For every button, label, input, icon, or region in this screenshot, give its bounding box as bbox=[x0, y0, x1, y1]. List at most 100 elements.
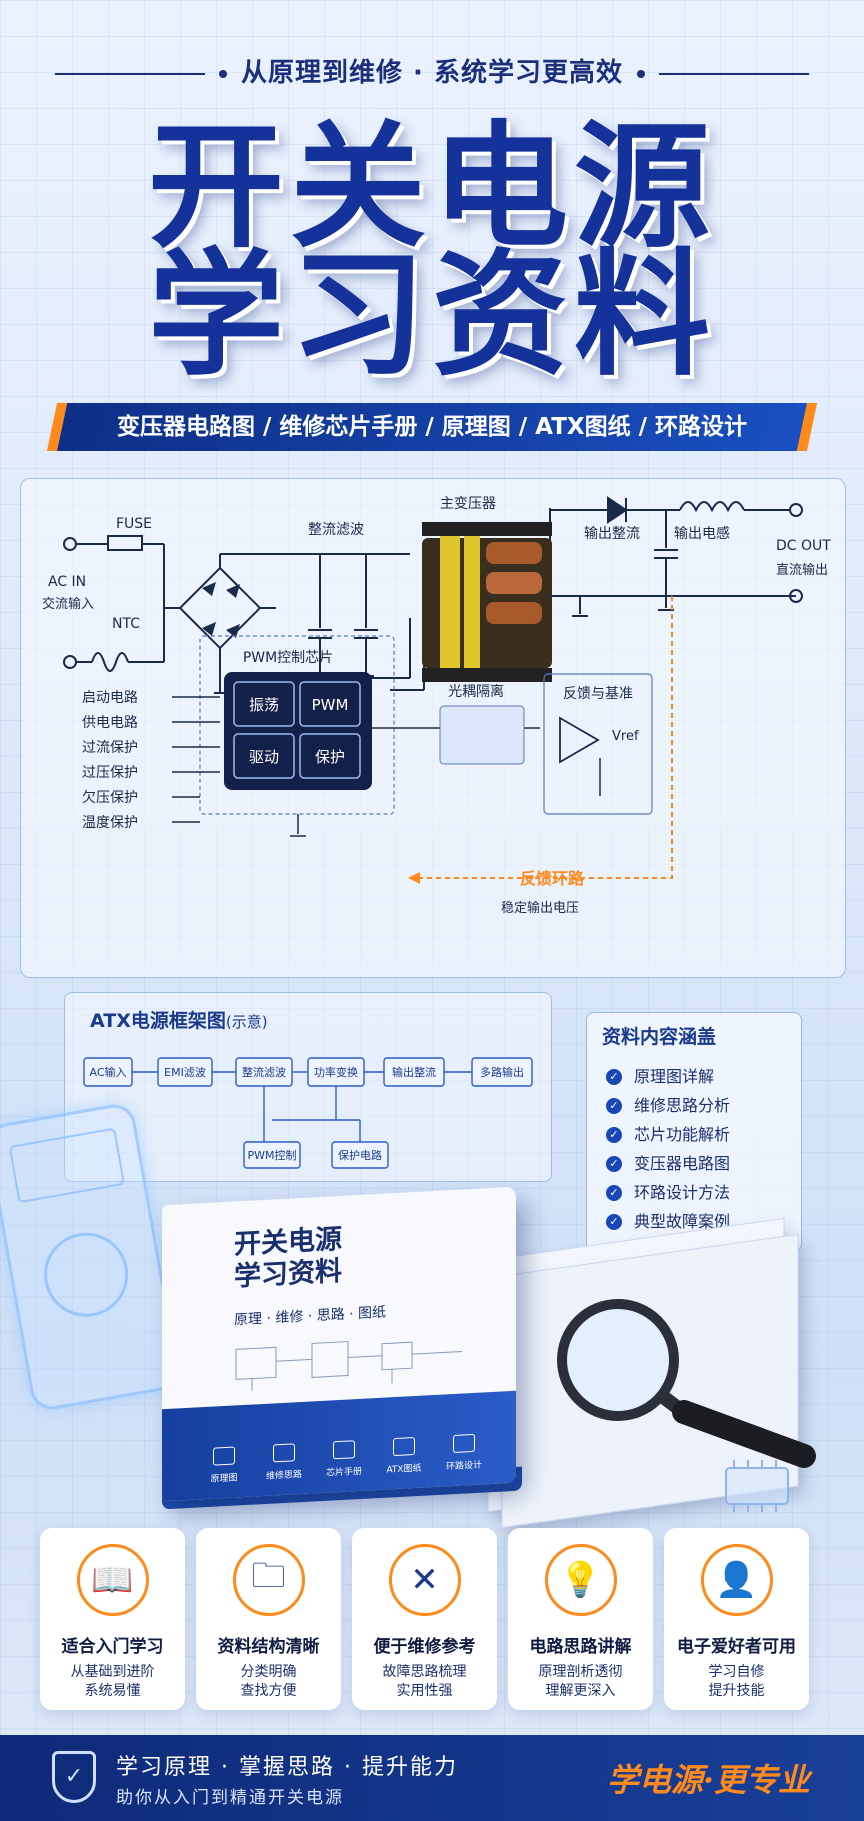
atx-block-output-rect: 输出整流 bbox=[392, 1065, 436, 1079]
lightbulb-icon: 💡 bbox=[544, 1544, 617, 1616]
microchip-icon bbox=[725, 1460, 789, 1512]
book-title: 开关电源 学习资料 bbox=[234, 1224, 342, 1294]
feature-card-structure: 🗀 资料结构清晰 分类明确查找方便 bbox=[196, 1528, 341, 1710]
chip-block-pwm: PWM bbox=[312, 696, 349, 714]
contents-title: 资料内容涵盖 bbox=[602, 1026, 717, 1048]
transformer-label: 主变压器 bbox=[440, 496, 496, 512]
atx-panel bbox=[64, 992, 552, 1182]
atx-title-text: ATX电源框架图 bbox=[90, 1010, 226, 1032]
ac-in-cn-label: 交流输入 bbox=[42, 596, 94, 612]
feature-title: 资料结构清晰 bbox=[217, 1637, 320, 1657]
shield-icon: ✓ bbox=[52, 1751, 96, 1803]
user-icon: 👤 bbox=[700, 1544, 773, 1616]
book-icon-chip: 芯片手册 bbox=[322, 1440, 366, 1479]
book-icon-repair: 维修思路 bbox=[262, 1443, 306, 1482]
feedback-loop-label: 反馈环路 bbox=[520, 869, 585, 888]
feature-cards: 📖 适合入门学习 从基础到进阶系统易懂 🗀 资料结构清晰 分类明确查找方便 ✕ … bbox=[40, 1528, 809, 1710]
footer-bar: ✓ 学习原理 · 掌握思路 · 提升能力 助你从入门到精通开关电源 学电源·更专… bbox=[0, 1735, 864, 1821]
check-icon: ✓ bbox=[606, 1097, 622, 1114]
fuse-label: FUSE bbox=[116, 516, 152, 532]
rectifier-label: 整流滤波 bbox=[308, 522, 364, 538]
book-icon-schematic: 原理图 bbox=[202, 1446, 246, 1485]
book-subtitle: 原理 · 维修 · 思路 · 图纸 bbox=[234, 1304, 387, 1329]
feature-title: 电子爱好者可用 bbox=[677, 1637, 796, 1657]
contents-list: ✓原理图详解 ✓维修思路分析 ✓芯片功能解析 ✓变压器电路图 ✓环路设计方法 ✓… bbox=[606, 1062, 730, 1236]
stable-output-label: 稳定输出电压 bbox=[501, 900, 579, 916]
tagline: 从原理到维修 · 系统学习更高效 bbox=[0, 52, 864, 89]
feature-card-circuit: 💡 电路思路讲解 原理剖析透彻理解更深入 bbox=[508, 1528, 653, 1710]
book-icon-atx: ATX图纸 bbox=[382, 1436, 426, 1476]
check-icon: ✓ bbox=[606, 1155, 622, 1172]
input-overcurrent: 过流保护 bbox=[82, 740, 138, 756]
footer-slogan: 学电源·更专业 bbox=[606, 1761, 810, 1799]
feature-title: 电路思路讲解 bbox=[529, 1637, 632, 1657]
list-item: ✓典型故障案例 bbox=[606, 1207, 730, 1236]
input-supply: 供电电路 bbox=[82, 715, 138, 731]
book-icon: 📖 bbox=[76, 1544, 149, 1616]
output-rectifier-label: 输出整流 bbox=[584, 526, 640, 542]
contents-panel bbox=[586, 1012, 802, 1252]
check-icon: ✓ bbox=[606, 1213, 622, 1230]
feature-title: 便于维修参考 bbox=[373, 1637, 476, 1657]
chip-block-osc: 振荡 bbox=[249, 696, 279, 714]
atx-title-note: (示意) bbox=[225, 1013, 268, 1031]
book-title-line2: 学习资料 bbox=[234, 1256, 342, 1293]
vref-label: Vref bbox=[612, 729, 639, 744]
transformer-icon bbox=[422, 522, 552, 682]
list-item: ✓原理图详解 bbox=[606, 1062, 730, 1091]
optocoupler-icon bbox=[439, 705, 525, 765]
feature-desc: 原理剖析透彻理解更深入 bbox=[538, 1664, 623, 1699]
footer-line1: 学习原理 · 掌握思路 · 提升能力 bbox=[116, 1755, 458, 1780]
feature-card-repair: ✕ 便于维修参考 故障思路梳理实用性强 bbox=[352, 1528, 497, 1710]
check-icon: ✓ bbox=[606, 1126, 622, 1143]
main-title-line2: 学习资料 bbox=[148, 237, 716, 395]
book-icon-loop: 环路设计 bbox=[442, 1433, 486, 1472]
atx-block-ac-input: AC输入 bbox=[89, 1065, 126, 1079]
input-undervoltage: 欠压保护 bbox=[82, 790, 138, 806]
tagline-text: 从原理到维修 · 系统学习更高效 bbox=[241, 58, 623, 88]
book-band: 原理图 维修思路 芯片手册 ATX图纸 环路设计 bbox=[162, 1390, 516, 1502]
pwm-chip-label: PWM控制芯片 bbox=[243, 650, 333, 666]
ac-in-label: AC IN bbox=[48, 574, 86, 590]
feature-card-hobbyist: 👤 电子爱好者可用 学习自修提升技能 bbox=[664, 1528, 809, 1710]
atx-block-rectifier: 整流滤波 bbox=[242, 1065, 286, 1079]
footer-line2: 助你从入门到精通开关电源 bbox=[116, 1788, 344, 1808]
circuit-diagram: FUSE AC IN 交流输入 NTC 整流滤波 主变压器 输出整流 输出电感 … bbox=[42, 496, 831, 916]
book-cover: 开关电源 学习资料 原理 · 维修 · 思路 · 图纸 原理图 维修思路 芯片手… bbox=[162, 1186, 516, 1502]
feature-title: 适合入门学习 bbox=[61, 1637, 164, 1657]
check-icon: ✓ bbox=[606, 1068, 622, 1085]
input-overvoltage: 过压保护 bbox=[82, 765, 138, 781]
book-circuit-art bbox=[235, 1341, 462, 1391]
feature-card-beginner: 📖 适合入门学习 从基础到进阶系统易懂 bbox=[40, 1528, 185, 1710]
folder-icon: 🗀 bbox=[232, 1544, 305, 1616]
feature-desc: 学习自修提升技能 bbox=[708, 1664, 765, 1699]
main-title-line1: 开关电源 bbox=[148, 109, 716, 267]
input-temperature: 温度保护 bbox=[82, 815, 138, 831]
atx-block-converter: 功率变换 bbox=[314, 1065, 358, 1079]
check-icon: ✓ bbox=[606, 1184, 622, 1201]
list-item: ✓芯片功能解析 bbox=[606, 1120, 730, 1149]
dc-out-label: DC OUT bbox=[776, 538, 831, 554]
ntc-label: NTC bbox=[112, 616, 140, 632]
topics-banner-text: 变压器电路图 / 维修芯片手册 / 原理图 / ATX图纸 / 环路设计 bbox=[116, 414, 748, 440]
feature-desc: 从基础到进阶系统易懂 bbox=[70, 1664, 155, 1699]
chip-block-protect: 保护 bbox=[315, 748, 345, 766]
atx-block-diagram: AC输入 EMI滤波 整流滤波 功率变换 输出整流 多路输出 PWM控制 保护电… bbox=[83, 1057, 533, 1169]
magnifier-icon bbox=[557, 1299, 816, 1468]
feedback-ref-label: 反馈与基准 bbox=[563, 685, 633, 702]
opamp-icon bbox=[559, 716, 600, 764]
tools-icon: ✕ bbox=[388, 1544, 461, 1616]
optocoupler-label: 光耦隔离 bbox=[448, 683, 504, 700]
atx-block-pwm: PWM控制 bbox=[247, 1148, 296, 1162]
atx-block-emi: EMI滤波 bbox=[164, 1066, 206, 1079]
list-item: ✓环路设计方法 bbox=[606, 1178, 730, 1207]
atx-title: ATX电源框架图(示意) bbox=[90, 1006, 268, 1033]
atx-block-multi-output: 多路输出 bbox=[480, 1065, 524, 1079]
list-item: ✓变压器电路图 bbox=[606, 1149, 730, 1178]
output-inductor-label: 输出电感 bbox=[674, 525, 730, 542]
atx-block-protection: 保护电路 bbox=[338, 1148, 382, 1162]
chip-block-driver: 驱动 bbox=[249, 748, 279, 766]
feature-desc: 分类明确查找方便 bbox=[240, 1664, 297, 1699]
feature-desc: 故障思路梳理实用性强 bbox=[382, 1664, 467, 1699]
list-item: ✓维修思路分析 bbox=[606, 1091, 730, 1120]
